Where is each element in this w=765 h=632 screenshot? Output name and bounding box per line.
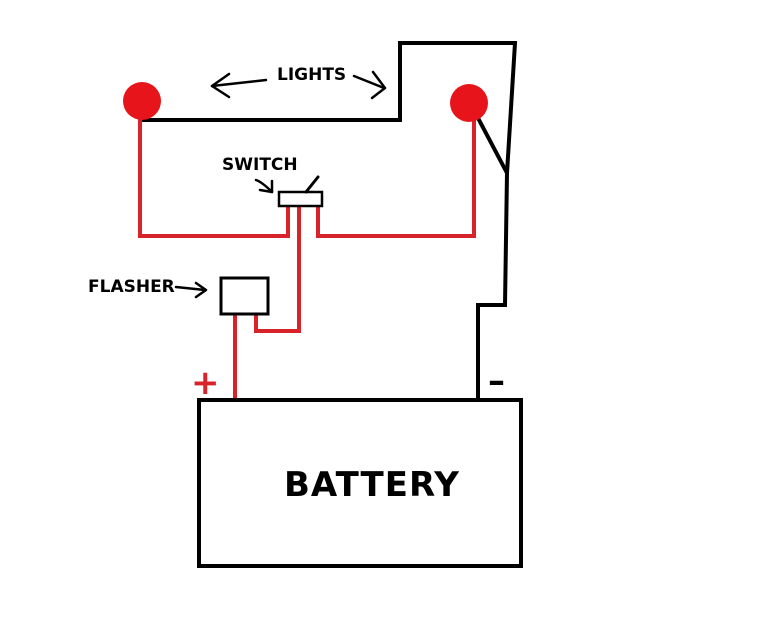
wire-right-light-to-switch <box>316 110 476 238</box>
light-right <box>450 84 488 122</box>
switch-body <box>277 190 324 208</box>
wire-left-light-to-switch <box>138 110 290 238</box>
negative-sign: – <box>488 361 505 401</box>
flasher-box <box>219 276 270 316</box>
arrow-lights-left <box>210 72 268 99</box>
switch <box>277 175 324 208</box>
battery-label: BATTERY <box>284 465 460 505</box>
positive-sign: + <box>191 363 220 403</box>
arrow-switch <box>254 178 274 194</box>
arrows <box>174 70 387 299</box>
flasher-label: FLASHER <box>88 277 175 297</box>
switch-toggle <box>304 175 320 194</box>
battery-box <box>197 398 523 568</box>
ground-wire-right-light <box>476 117 509 174</box>
arrow-flasher <box>174 281 208 299</box>
arrow-lights-right <box>352 70 387 100</box>
ground-wiring <box>140 41 518 400</box>
light-left <box>123 82 161 120</box>
wire-switch-to-flasher <box>254 206 301 333</box>
lights-label: LIGHTS <box>277 65 346 85</box>
positive-wiring <box>138 110 476 400</box>
switch-label: SWITCH <box>222 155 298 175</box>
ground-wire-loop <box>140 41 518 400</box>
